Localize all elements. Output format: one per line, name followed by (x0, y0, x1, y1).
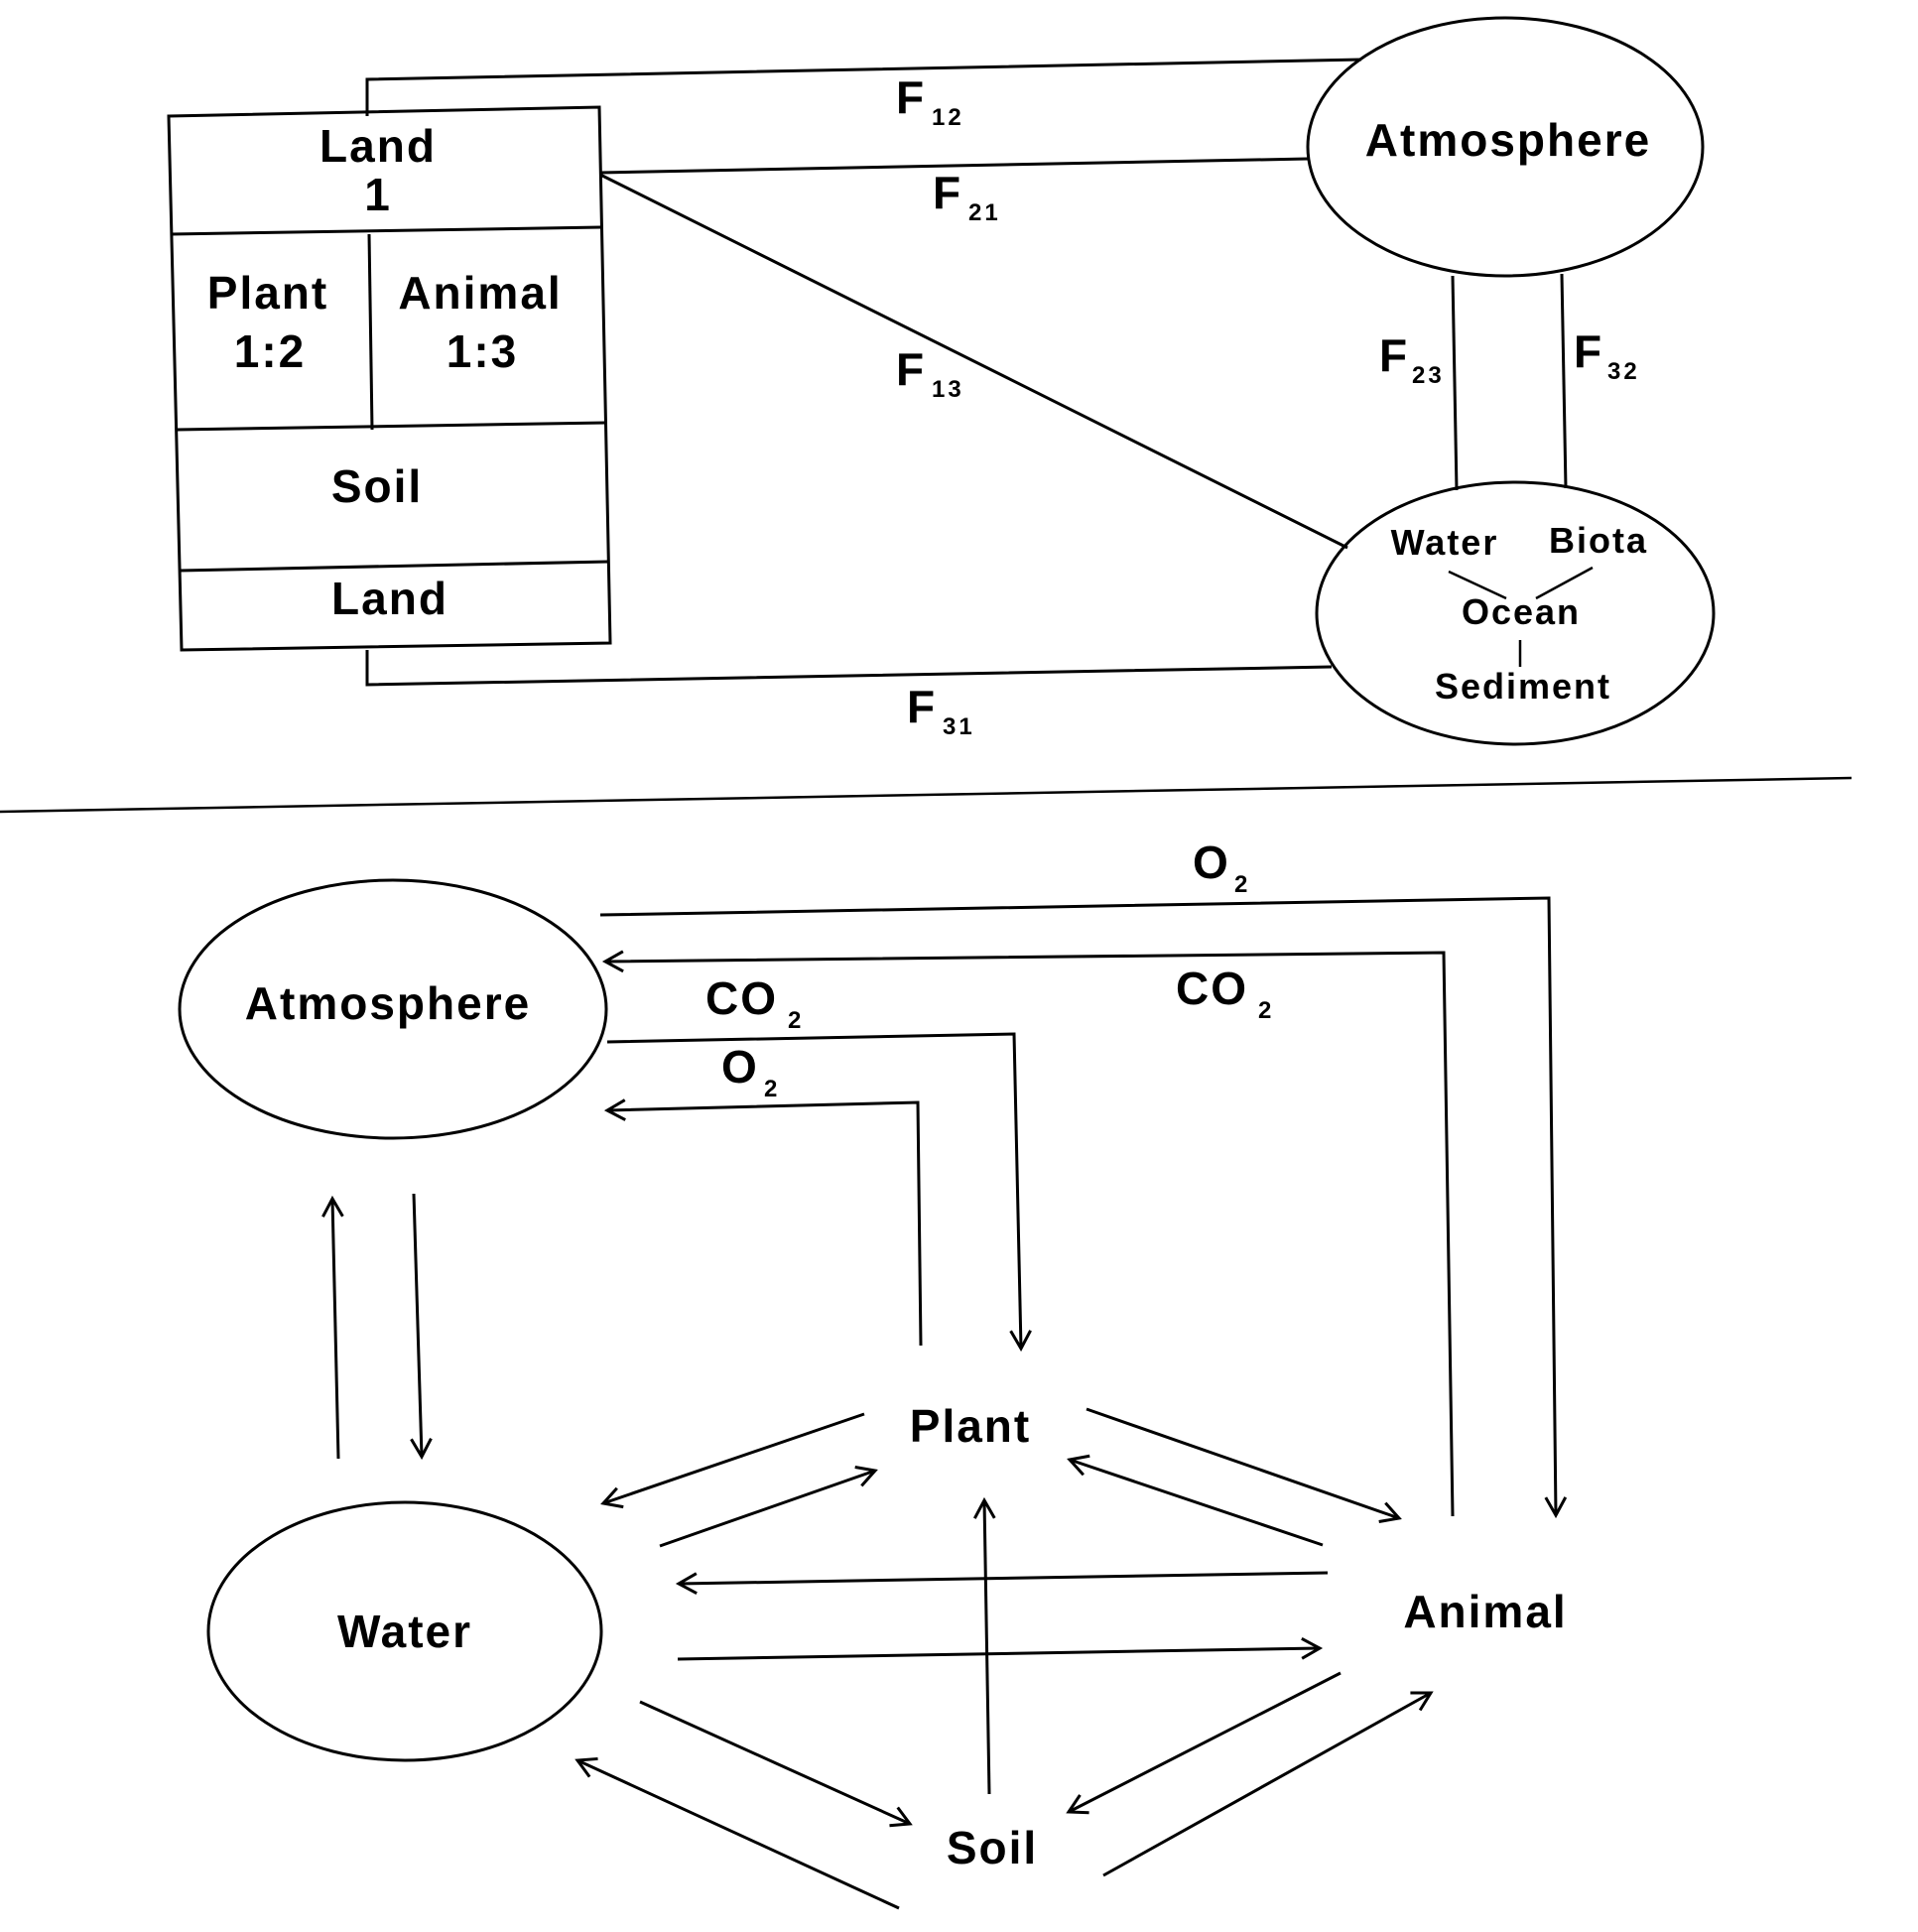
svg-text:21: 21 (968, 199, 1001, 226)
water-to-animal-arrow (677, 1636, 1324, 1661)
atmosphere-node: Atmosphere (245, 977, 531, 1029)
svg-text:F: F (933, 167, 962, 218)
soil-to-plant-arrow (972, 1496, 996, 1795)
bottom-diagram: Atmosphere Water Plant Animal Soil O 2 C… (178, 837, 1568, 1910)
land-title: Land (320, 120, 437, 172)
plant-to-animal-arrow (1086, 1407, 1402, 1523)
svg-text:2: 2 (1234, 871, 1250, 898)
o2-top-label: O 2 (1193, 837, 1250, 898)
atmosphere-to-water-arrow (410, 1193, 433, 1461)
svg-text:12: 12 (932, 104, 964, 131)
sediment-label: Sediment (1435, 666, 1611, 707)
plant-node: Plant (910, 1400, 1031, 1452)
svg-text:2: 2 (788, 1007, 804, 1034)
plant-label: Plant (207, 267, 328, 319)
soil-label: Soil (331, 460, 423, 512)
animal-code: 1:3 (447, 325, 518, 377)
ocean-water-label: Water (1391, 522, 1499, 563)
land-box (167, 105, 612, 652)
animal-to-soil-arrow (1066, 1671, 1342, 1815)
animal-to-plant-arrow (1067, 1454, 1324, 1547)
flux-f31-line (365, 650, 1333, 687)
atmosphere-ellipse (1306, 16, 1705, 278)
o2-from-plant-arrow (603, 1098, 923, 1347)
water-to-plant-arrow (659, 1466, 878, 1548)
ocean-biota-label: Biota (1549, 520, 1648, 561)
o2-to-animal-arrow (599, 896, 1568, 1519)
atmosphere-node-ellipse (178, 878, 608, 1140)
svg-text:O: O (721, 1041, 759, 1093)
soil-node: Soil (947, 1822, 1038, 1873)
flux-f23-label: F 23 (1379, 329, 1445, 389)
water-to-soil-arrow (639, 1700, 913, 1828)
svg-text:F: F (1574, 325, 1603, 377)
land-number: 1 (364, 169, 392, 220)
water-to-atmosphere-arrow (321, 1195, 344, 1460)
top-diagram: Land 1 Plant 1:2 Animal 1:3 Soil Land At… (167, 16, 1716, 746)
svg-text:CO: CO (1176, 963, 1248, 1014)
flux-f12-label: F 12 (896, 71, 964, 131)
soil-to-water-arrow (575, 1756, 900, 1910)
flux-f12-line (365, 58, 1362, 116)
o2-left-label: O 2 (721, 1041, 780, 1102)
water-node-ellipse (206, 1500, 603, 1762)
co2-to-plant-arrow (606, 1032, 1032, 1352)
soil-to-animal-arrow (1102, 1691, 1434, 1877)
co2-from-animal-arrow (601, 950, 1455, 1517)
svg-text:CO: CO (705, 972, 778, 1024)
flux-f21-line (599, 157, 1309, 175)
svg-text:2: 2 (1258, 997, 1274, 1024)
flux-f13-label: F 13 (896, 343, 964, 403)
animal-node: Animal (1403, 1586, 1567, 1637)
ocean-label: Ocean (1462, 591, 1581, 632)
svg-text:O: O (1193, 837, 1230, 888)
svg-text:32: 32 (1607, 358, 1640, 385)
svg-text:F: F (896, 343, 926, 395)
flux-f32-line (1560, 273, 1568, 489)
svg-text:23: 23 (1412, 362, 1445, 389)
flux-f32-label: F 32 (1574, 325, 1640, 385)
flux-f31-label: F 31 (907, 681, 975, 740)
atmosphere-label: Atmosphere (1365, 114, 1651, 166)
flux-f13-line (599, 173, 1348, 550)
flux-f23-line (1451, 275, 1459, 491)
plant-to-water-arrow (600, 1412, 865, 1509)
plant-code: 1:2 (234, 325, 306, 377)
section-divider (0, 776, 1853, 814)
animal-to-water-arrow (675, 1571, 1329, 1596)
svg-text:F: F (907, 681, 937, 732)
ocean-ellipse (1315, 480, 1716, 746)
land-bottom-label: Land (331, 573, 448, 624)
svg-text:2: 2 (764, 1076, 780, 1102)
animal-label: Animal (398, 267, 562, 319)
svg-text:F: F (1379, 329, 1409, 381)
co2-right-label: CO 2 (1176, 963, 1274, 1024)
svg-text:F: F (896, 71, 926, 123)
water-node: Water (337, 1606, 472, 1657)
co2-left-label: CO 2 (705, 972, 804, 1034)
svg-text:13: 13 (932, 376, 964, 403)
flux-f21-label: F 21 (933, 167, 1001, 226)
svg-text:31: 31 (943, 713, 975, 740)
